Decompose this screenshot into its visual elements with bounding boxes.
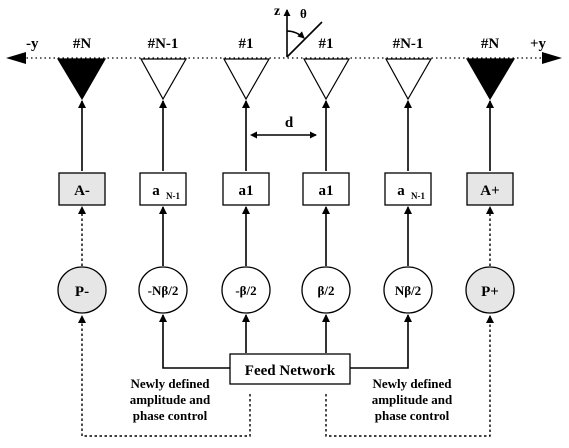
element-spacing: d: [250, 115, 317, 139]
phase-shifters: P- -Nβ/2 -β/2 β/2 Nβ/2 P+: [57, 266, 515, 314]
control-text-left: Newly defined: [130, 376, 210, 391]
phase-label: P-: [75, 284, 89, 300]
antenna-element: [139, 58, 188, 101]
feed-network-box: [229, 353, 351, 385]
control-text-right: Newly defined: [372, 376, 452, 391]
antenna-element-filled: [465, 58, 516, 101]
element-label: #N: [481, 36, 500, 52]
distribution-line: [159, 314, 230, 369]
phase-circle: [57, 266, 107, 314]
feed-network-lines: [159, 314, 412, 369]
amplitude-box: [302, 172, 350, 206]
element-label: #N-1: [148, 36, 179, 52]
amplitude-box: [466, 172, 514, 206]
amplitude-subscript: N-1: [166, 191, 180, 201]
left-control-path: [78, 315, 251, 437]
right-control-path: [325, 315, 494, 437]
element-label: #1: [319, 36, 334, 52]
amplitude-boxes: A- a N-1 a1 a1 a N-1 A+: [58, 172, 514, 206]
control-annotations: Newly defined amplitude and phase contro…: [130, 376, 453, 423]
control-text-right: phase control: [375, 408, 450, 423]
phase-label: -Nβ/2: [148, 283, 179, 298]
control-paths: [78, 315, 494, 437]
antenna-elements: [56, 58, 516, 101]
phase-to-amplitude-lines: [78, 206, 494, 266]
feed-network-label: Feed Network: [245, 363, 336, 379]
phase-circle: [465, 266, 515, 314]
element-label: #N: [73, 36, 92, 52]
amplitude-label: a1: [239, 183, 254, 199]
phase-label: -β/2: [235, 283, 256, 298]
element-label: #N-1: [393, 36, 424, 52]
phase-circle: [301, 266, 351, 314]
amplitude-box: [222, 172, 270, 206]
phase-circle: [221, 266, 271, 314]
y-axis-left-arrowhead: [6, 52, 26, 64]
element-labels: #N #N-1 #1 #1 #N-1 #N: [73, 36, 500, 52]
amplitude-label: A-: [74, 183, 90, 199]
spacing-label: d: [285, 115, 294, 131]
distribution-line: [350, 314, 412, 369]
amplitude-label: a: [397, 183, 405, 199]
amplitude-label: a1: [319, 183, 334, 199]
phase-label: P+: [481, 284, 499, 300]
theta-arc: [286, 30, 305, 39]
antenna-element-filled: [56, 58, 107, 101]
control-text-right: amplitude and: [372, 392, 453, 407]
theta-direction-line: [286, 21, 323, 58]
phase-label: Nβ/2: [395, 283, 421, 298]
amplitude-label: a: [152, 183, 160, 199]
z-axis: z θ: [274, 4, 323, 58]
amplitude-label: A+: [480, 183, 499, 199]
z-label: z: [274, 4, 280, 19]
theta-label: θ: [300, 6, 307, 21]
control-text-left: phase control: [133, 408, 208, 423]
element-label: #1: [239, 36, 254, 52]
feed-network: Feed Network: [229, 353, 351, 385]
antenna-element: [302, 58, 351, 101]
control-text-left: amplitude and: [130, 392, 211, 407]
antenna-element: [384, 58, 433, 101]
neg-y-label: -y: [26, 36, 39, 52]
amplitude-subscript: N-1: [411, 191, 425, 201]
antenna-element: [222, 58, 271, 101]
y-axis: -y +y: [6, 36, 562, 64]
phase-circle: [383, 266, 433, 314]
pos-y-label: +y: [530, 36, 547, 52]
amplitude-box: [139, 172, 187, 206]
amplitude-box: [384, 172, 432, 206]
element-feed-lines: [78, 100, 494, 171]
amplitude-box: [58, 172, 106, 206]
phase-circle: [138, 266, 188, 314]
y-axis-right-arrowhead: [542, 52, 562, 64]
phase-label: β/2: [318, 283, 335, 298]
